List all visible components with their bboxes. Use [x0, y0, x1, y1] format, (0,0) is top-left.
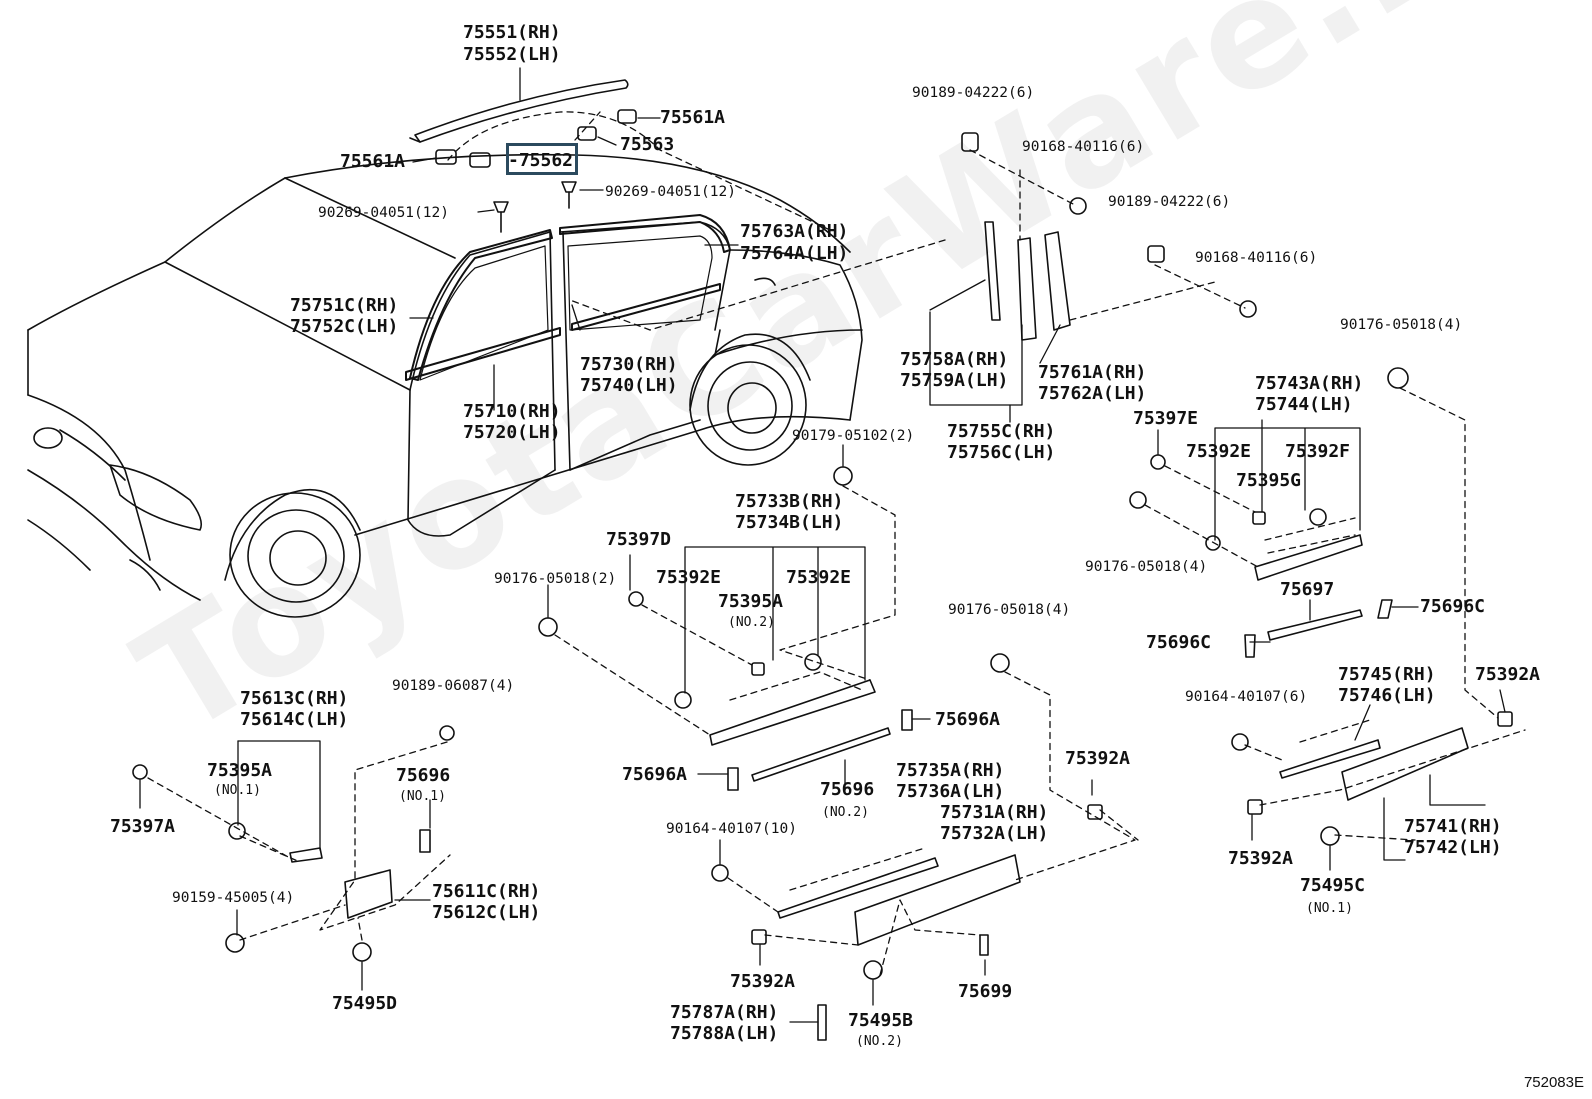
roof-moulding-strip — [409, 79, 629, 143]
part-label[interactable]: 75751C(RH) — [290, 295, 399, 316]
part-label[interactable]: 75763A(RH) — [740, 221, 849, 242]
part-label[interactable]: 75696A — [622, 764, 688, 785]
part-label[interactable]: 75697 — [1280, 579, 1335, 600]
part-label[interactable]: 75696 — [396, 765, 451, 786]
fastener-label[interactable]: 90269-04051(12) — [318, 205, 449, 221]
rear-lower-moulding — [1231, 711, 1513, 846]
part-label[interactable]: 75392E — [786, 567, 852, 588]
fastener-label[interactable]: 90176-05018(4) — [948, 602, 1071, 618]
part-label[interactable]: 75612C(LH) — [432, 902, 541, 923]
fastener-label[interactable]: 90164-40107(6) — [1185, 689, 1308, 705]
part-label[interactable]: 75614C(LH) — [240, 709, 349, 730]
part-label[interactable]: 75764A(LH) — [740, 243, 849, 264]
fastener-label[interactable]: 90159-45005(4) — [172, 890, 295, 906]
part-label[interactable]: 75744(LH) — [1255, 394, 1353, 415]
part-label[interactable]: 75762A(LH) — [1038, 383, 1147, 404]
part-label[interactable]: 75787A(RH) — [670, 1002, 779, 1023]
part-label[interactable]: 75699 — [958, 981, 1013, 1002]
note-label: (NO.1) — [399, 789, 446, 804]
part-label[interactable]: 75495D — [332, 993, 398, 1014]
part-label[interactable]: 75395A — [718, 591, 784, 612]
part-label[interactable]: 75397D — [606, 529, 672, 550]
pillar-garnishes — [961, 132, 1257, 341]
part-label[interactable]: 75734B(LH) — [735, 512, 844, 533]
part-label[interactable]: 75761A(RH) — [1038, 362, 1147, 383]
fastener-label[interactable]: 90168-40116(6) — [1195, 250, 1318, 266]
fastener-label[interactable]: 90168-40116(6) — [1022, 139, 1145, 155]
fastener-label[interactable]: 90189-04222(6) — [912, 85, 1035, 101]
part-label[interactable]: 75733B(RH) — [735, 491, 844, 512]
part-label[interactable]: 75730(RH) — [580, 354, 678, 375]
part-label[interactable]: 75732A(LH) — [940, 823, 1049, 844]
part-label[interactable]: 75392E — [656, 567, 722, 588]
part-label[interactable]: 75755C(RH) — [947, 421, 1056, 442]
fastener-label[interactable]: 90189-04222(6) — [1108, 194, 1231, 210]
part-label[interactable]: 75741(RH) — [1404, 816, 1502, 837]
front-door-moulding — [538, 466, 913, 791]
car-body — [27, 153, 863, 618]
part-label[interactable]: 75736A(LH) — [896, 781, 1005, 802]
part-label[interactable]: 75495C — [1300, 875, 1366, 896]
part-label[interactable]: 75552(LH) — [463, 44, 561, 65]
note-label: (NO.2) — [856, 1034, 903, 1049]
part-label[interactable]: 75758A(RH) — [900, 349, 1009, 370]
part-label[interactable]: 75395A — [207, 760, 273, 781]
part-label[interactable]: 75788A(LH) — [670, 1023, 779, 1044]
part-label[interactable]: 75397E — [1133, 408, 1199, 429]
part-label[interactable]: 75740(LH) — [580, 375, 678, 396]
diagram-code: 752083E — [1523, 1074, 1584, 1091]
part-label[interactable]: 75746(LH) — [1338, 685, 1436, 706]
fastener-label[interactable]: 90176-05018(2) — [494, 571, 617, 587]
part-label[interactable]: 75392A — [1475, 664, 1541, 685]
part-label[interactable]: 75561A — [340, 151, 406, 172]
part-label[interactable]: 75611C(RH) — [432, 881, 541, 902]
fastener-label[interactable]: 90176-05018(4) — [1340, 317, 1463, 333]
part-label[interactable]: 75392A — [1065, 748, 1131, 769]
part-label[interactable]: 75696C — [1420, 596, 1486, 617]
part-label[interactable]: 75745(RH) — [1338, 664, 1436, 685]
note-label: (NO.1) — [214, 783, 261, 798]
part-label[interactable]: 75395G — [1236, 470, 1302, 491]
fastener-label[interactable]: 90189-06087(4) — [392, 678, 515, 694]
guide-lines — [147, 111, 1526, 976]
part-label[interactable]: 75731A(RH) — [940, 802, 1049, 823]
fender-moulding — [132, 725, 455, 962]
part-label[interactable]: 75392F — [1285, 441, 1351, 462]
part-label[interactable]: 75551(RH) — [463, 22, 561, 43]
fastener-label[interactable]: 90176-05018(4) — [1085, 559, 1208, 575]
part-label[interactable]: 75397A — [110, 816, 176, 837]
note-label: (NO.1) — [1306, 901, 1353, 916]
part-label[interactable]: 75696 — [820, 779, 875, 800]
highlighted-part-label[interactable]: -75562 — [508, 150, 574, 171]
belt-mouldings — [405, 214, 731, 381]
part-label[interactable]: 75710(RH) — [463, 401, 561, 422]
part-label[interactable]: 75735A(RH) — [896, 760, 1005, 781]
part-label[interactable]: 75495B — [848, 1010, 914, 1031]
part-label[interactable]: 75561A — [660, 107, 726, 128]
part-label[interactable]: 75752C(LH) — [290, 316, 399, 337]
roof-clips — [435, 109, 637, 233]
note-label: (NO.2) — [728, 615, 775, 630]
part-label[interactable]: 75563 — [620, 134, 675, 155]
fastener-label[interactable]: 90269-04051(12) — [605, 184, 736, 200]
part-label[interactable]: 75743A(RH) — [1255, 373, 1364, 394]
rear-door-moulding — [1129, 367, 1409, 658]
part-label[interactable]: 75392E — [1186, 441, 1252, 462]
part-label[interactable]: 75613C(RH) — [240, 688, 349, 709]
highlight-box-75562 — [506, 143, 578, 175]
fastener-label[interactable]: 90179-05102(2) — [792, 428, 915, 444]
part-label[interactable]: 75742(LH) — [1404, 837, 1502, 858]
part-label[interactable]: 75720(LH) — [463, 422, 561, 443]
fastener-label[interactable]: 90164-40107(10) — [666, 821, 797, 837]
part-label[interactable]: 75759A(LH) — [900, 370, 1009, 391]
part-label[interactable]: 75696A — [935, 709, 1001, 730]
part-label[interactable]: 75392A — [1228, 848, 1294, 869]
part-label[interactable]: 75756C(LH) — [947, 442, 1056, 463]
part-label[interactable]: 75696C — [1146, 632, 1212, 653]
note-label: (NO.2) — [822, 805, 869, 820]
part-label[interactable]: 75392A — [730, 971, 796, 992]
